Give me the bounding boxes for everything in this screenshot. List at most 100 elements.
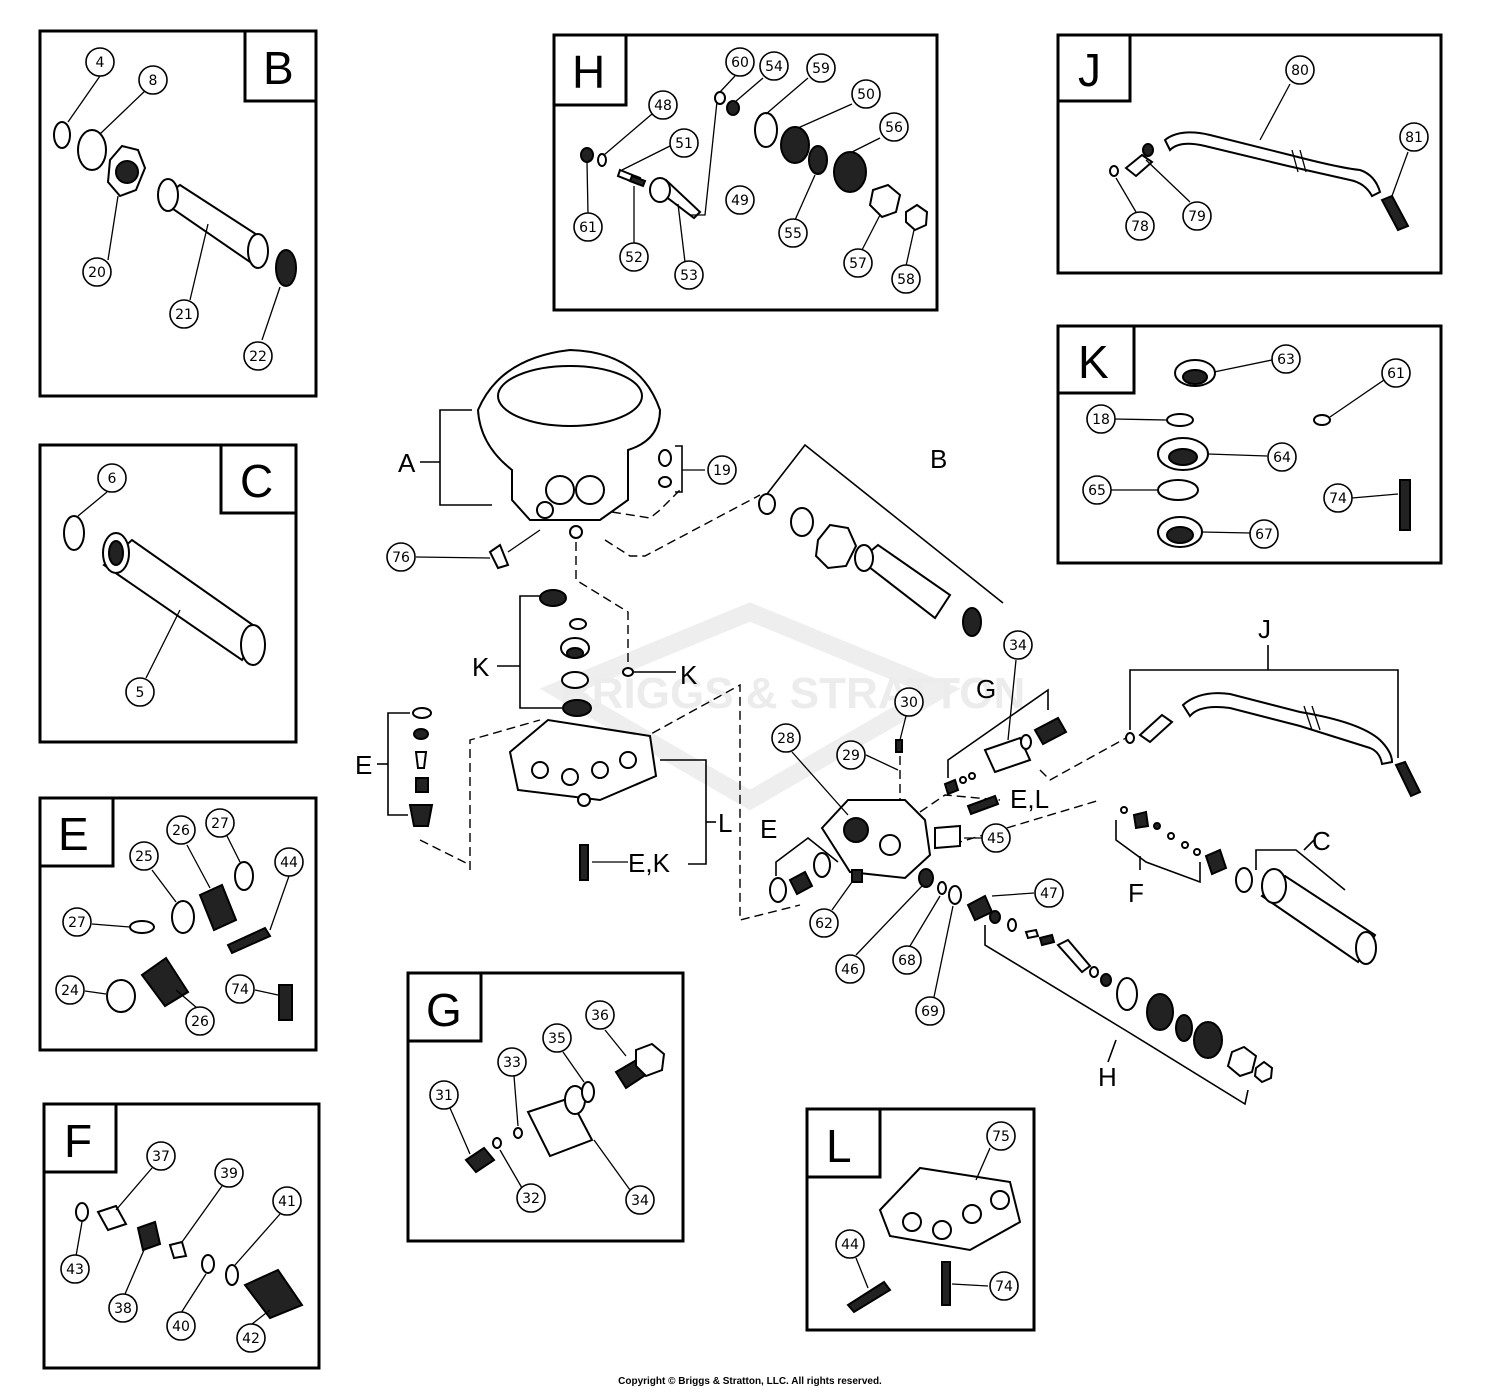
callout-46: 46 [835,954,865,984]
callout-76: 76 [386,542,416,572]
svg-text:55: 55 [784,226,802,242]
svg-text:80: 80 [1291,63,1309,79]
group-label-f: F [1128,878,1144,908]
svg-text:26: 26 [191,1014,209,1030]
panel-h-parts [580,91,929,232]
panel-k-tag [1056,324,1136,395]
callout-53: 53 [674,260,704,290]
callout-61-k: 61 [1381,358,1411,388]
svg-text:49: 49 [731,193,749,209]
svg-text:24: 24 [61,983,79,999]
callout-47: 47 [1034,878,1064,908]
svg-text:38: 38 [114,1301,132,1317]
panel-j: J 80 81 78 79 [1056,33,1443,275]
svg-text:58: 58 [897,272,915,288]
main-assembly: A 19 76 B [355,348,1422,1106]
svg-text:65: 65 [1088,483,1106,499]
callout-62: 62 [809,908,839,938]
callout-41: 41 [272,1186,302,1216]
panel-j-leaders [1115,83,1409,213]
callout-50: 50 [851,79,881,109]
callout-59: 59 [806,53,836,83]
callout-34-g: 34 [625,1185,655,1215]
callout-22: 22 [243,341,273,371]
svg-text:79: 79 [1188,209,1206,225]
callout-37: 37 [146,1141,176,1171]
panel-b-tag [243,29,318,103]
copyright-text: Copyright © Briggs & Stratton, LLC. All … [618,1376,882,1387]
svg-text:76: 76 [392,550,410,566]
svg-text:19: 19 [713,463,731,479]
callout-79: 79 [1182,201,1212,231]
callout-5: 5 [125,677,155,707]
panel-e-leaders [84,835,290,1009]
group-label-l: L [718,808,732,838]
svg-text:63: 63 [1277,352,1295,368]
callout-28: 28 [771,723,801,753]
callout-52: 52 [619,242,649,272]
callout-81: 81 [1399,122,1429,152]
panel-c-tag [219,443,298,515]
callout-78: 78 [1125,211,1155,241]
panel-e: E 26 27 25 44 27 24 26 74 [38,796,318,1052]
callout-18: 18 [1086,404,1116,434]
group-label-g: G [976,674,996,704]
svg-text:62: 62 [815,916,833,932]
group-label-k-left: K [472,652,490,682]
callout-80: 80 [1285,55,1315,85]
svg-text:26: 26 [172,823,190,839]
panel-e-parts [106,861,293,1021]
svg-text:68: 68 [898,953,916,969]
panel-c: C 6 5 [38,443,298,744]
svg-text:27: 27 [211,816,229,832]
pump-head-part [820,799,932,880]
svg-text:74: 74 [231,982,249,998]
callout-26-b: 26 [185,1006,215,1036]
panel-j-letter: J [1078,44,1101,96]
group-label-ek: E,K [628,848,671,878]
callout-35: 35 [542,1023,572,1053]
callout-40: 40 [166,1311,196,1341]
callout-68: 68 [892,945,922,975]
callout-4: 4 [85,47,115,77]
svg-text:6: 6 [108,471,117,487]
svg-text:78: 78 [1131,219,1149,235]
group-label-a: A [398,448,416,478]
svg-text:61: 61 [1387,366,1405,382]
panel-h-letter: H [572,46,605,98]
group-label-c: C [1312,826,1331,856]
panel-f-letter: F [64,1115,92,1167]
panel-f: F 37 39 41 43 38 40 42 [42,1102,321,1370]
watermark-text: BRIGGS & STRATTON [560,669,1025,718]
callout-42: 42 [236,1323,266,1353]
callout-32: 32 [516,1183,546,1213]
svg-text:30: 30 [900,695,918,711]
svg-text:47: 47 [1040,886,1058,902]
callout-51: 51 [669,128,699,158]
callout-8: 8 [138,65,168,95]
panel-b-letter: B [263,42,294,94]
callout-49: 49 [725,185,755,215]
svg-text:69: 69 [921,1004,939,1020]
svg-text:27: 27 [68,915,86,931]
svg-text:37: 37 [152,1149,170,1165]
callout-55: 55 [778,218,808,248]
callout-45: 45 [981,823,1011,853]
svg-text:8: 8 [149,73,158,89]
callout-30: 30 [894,687,924,717]
panel-f-leaders [75,1167,281,1325]
callout-69: 69 [915,996,945,1026]
svg-text:50: 50 [857,87,875,103]
callout-61: 61 [573,212,603,242]
callout-20: 20 [82,257,112,287]
svg-text:44: 44 [280,855,298,871]
callout-56: 56 [879,112,909,142]
callout-60: 60 [725,47,755,77]
callout-74-e: 74 [225,974,255,1004]
hose-part [1163,131,1382,198]
svg-text:52: 52 [625,250,643,266]
callout-26-a: 26 [166,815,196,845]
group-label-h: H [1098,1062,1117,1092]
panel-g-leaders [449,1029,631,1191]
svg-text:74: 74 [995,1279,1013,1295]
